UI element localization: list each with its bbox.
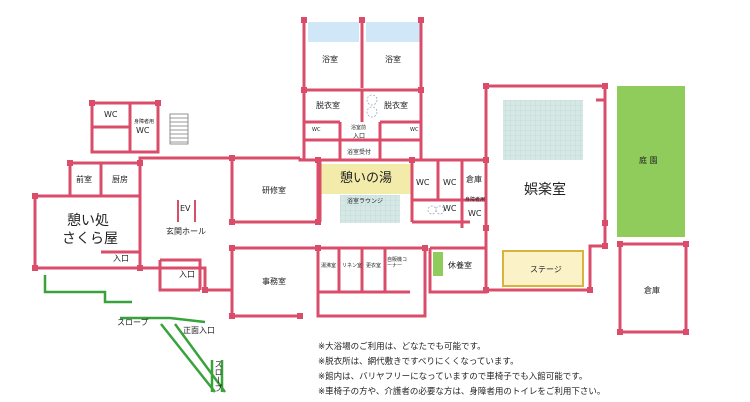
room-wc-disabled-mid: WC	[468, 209, 482, 218]
walls	[33, 20, 688, 334]
room-wc-small-right: WC	[410, 127, 419, 133]
room-recreation: 娯楽室	[524, 182, 566, 198]
stage-area	[502, 250, 584, 287]
room-ev: EV	[180, 204, 191, 213]
room-wc-top: WC	[104, 110, 118, 119]
room-vending: 自販機コーナー	[387, 257, 408, 269]
room-bath-left: 浴室	[322, 55, 338, 64]
room-ikoi-sakura-2: さくら屋	[62, 231, 118, 247]
door-arcs	[366, 94, 445, 215]
garden-area	[617, 86, 685, 237]
note-line: ※脱衣所は、網代敷きですべりにくくなっています。	[318, 357, 519, 367]
bath-water-left	[308, 22, 359, 42]
bath-water-right	[366, 22, 420, 42]
room-garden: 庭 園	[639, 156, 658, 165]
rest-room-mark	[433, 252, 443, 276]
room-disabled-tag-mid: 身障者用	[465, 197, 486, 203]
room-stage: ステージ	[530, 265, 562, 274]
room-storage-small: 倉庫	[466, 175, 482, 184]
room-entrance-hall: 玄関ホール	[166, 227, 206, 236]
note-line: ※車椅子の方や、介護者の必要な方は、身障者用のトイレをご利用下さい。	[318, 387, 606, 397]
room-linen: リネン室	[342, 263, 363, 269]
room-wc-a: WC	[416, 178, 430, 187]
room-bath-lounge: 浴室ラウンジ	[347, 198, 384, 205]
room-changing-right: 脱衣室	[384, 101, 408, 110]
room-wc-b: WC	[443, 178, 457, 187]
room-office: 事務室	[262, 277, 286, 286]
room-wc-small-left: WC	[312, 127, 321, 133]
exterior-paths	[43, 275, 227, 393]
label-front-entrance: 正面入口	[183, 326, 215, 335]
room-disabled-tag-top: 身障者用	[134, 119, 155, 125]
ikoi-bath-highlight	[321, 164, 411, 194]
room-ikoi-sakura-1: 憩い処	[67, 213, 109, 229]
room-entrance-center: 入口	[179, 270, 195, 279]
room-ikoi-bath: 憩いの湯	[340, 171, 393, 186]
note-line: ※大浴場のご利用は、どなたでも可能です。	[318, 342, 486, 352]
room-entrance-small: 入口	[353, 133, 366, 140]
label-slope-lower: スロープ	[117, 318, 149, 327]
room-bath-reception: 浴室受付	[347, 149, 372, 156]
notes-block: ※大浴場のご利用は、どなたでも可能です。 ※脱衣所は、網代敷きですべりにくくなっ…	[318, 340, 605, 400]
recreation-tile	[503, 100, 583, 160]
room-changing-left: 脱衣室	[316, 101, 340, 110]
note-line: ※館内は、バリヤフリーになっていますので車椅子でも入館可能です。	[318, 372, 588, 382]
room-training: 研修室	[262, 186, 286, 195]
room-kitchen: 厨房	[112, 175, 128, 184]
room-bath-right: 浴室	[385, 55, 401, 64]
room-wc-disabled-top: WC	[136, 126, 150, 135]
ev-door	[177, 200, 196, 222]
stairs	[169, 113, 189, 145]
room-changing-small: 更衣室	[366, 263, 382, 269]
room-nursing: 湯沸室	[321, 263, 337, 269]
label-slope-vertical: スロープ	[214, 360, 223, 392]
room-storage-large: 倉庫	[644, 286, 660, 295]
room-front-room: 前室	[76, 175, 92, 184]
wall-nodes	[32, 17, 689, 335]
bath-lounge-tile	[340, 195, 400, 223]
room-bath-front: 浴室前	[351, 125, 367, 131]
room-rest: 休養室	[448, 261, 472, 270]
room-entrance-left: 入口	[113, 254, 129, 263]
room-wc-c: WC	[443, 204, 457, 213]
